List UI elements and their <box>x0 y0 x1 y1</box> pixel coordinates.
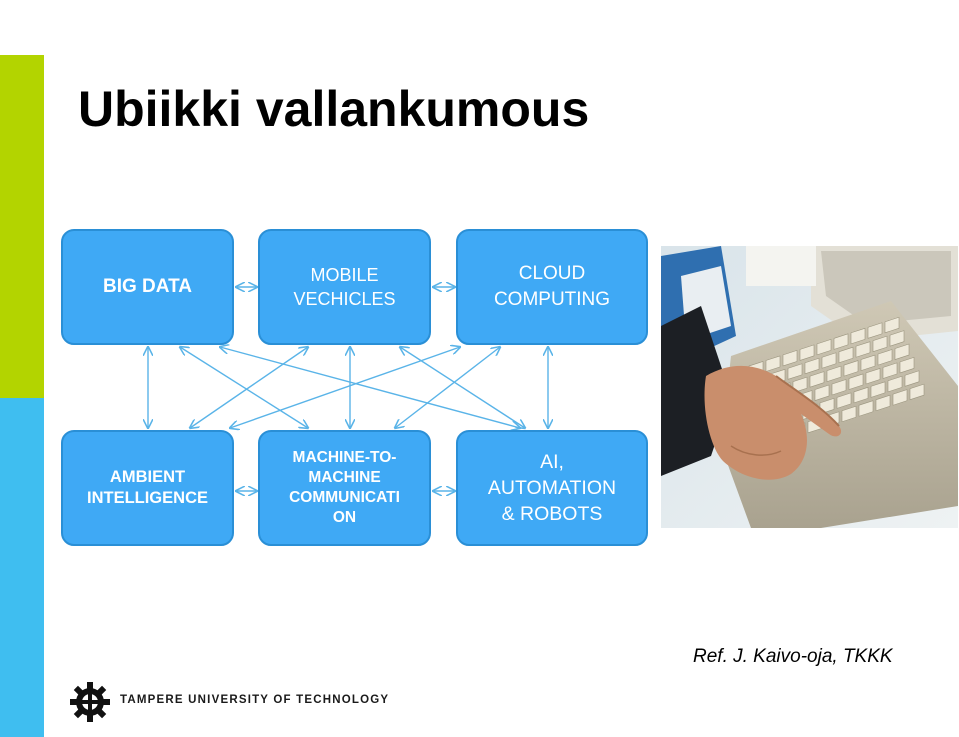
slide-title: Ubiikki vallankumous <box>78 81 590 137</box>
reference-text: Ref. J. Kaivo-oja, TKKK <box>693 646 893 667</box>
keyboard-photo <box>661 246 958 528</box>
keyboard-photo-illustration <box>661 246 958 528</box>
arrow-bigdata-m2m <box>180 347 308 428</box>
accent-stripe-blue <box>0 398 44 737</box>
accent-stripe-green <box>0 55 44 398</box>
arrow-mobile-ai <box>400 347 525 428</box>
arrow-mobile-ambient <box>190 347 308 428</box>
box-mobile-vehicles: MOBILE VECHICLES <box>258 229 431 345</box>
box-big-data: BIG DATA <box>61 229 234 345</box>
box-ambient-intelligence: AMBIENT INTELLIGENCE <box>61 430 234 546</box>
tut-gear-logo-icon <box>70 682 110 722</box>
arrow-cloud-m2m <box>395 347 500 428</box>
box-cloud-computing: CLOUD COMPUTING <box>456 229 648 345</box>
university-name: TAMPERE UNIVERSITY OF TECHNOLOGY <box>120 694 390 706</box>
box-machine-to-machine: MACHINE-TO- MACHINE COMMUNICATI ON <box>258 430 431 546</box>
box-ai-automation-robots: AI, AUTOMATION & ROBOTS <box>456 430 648 546</box>
